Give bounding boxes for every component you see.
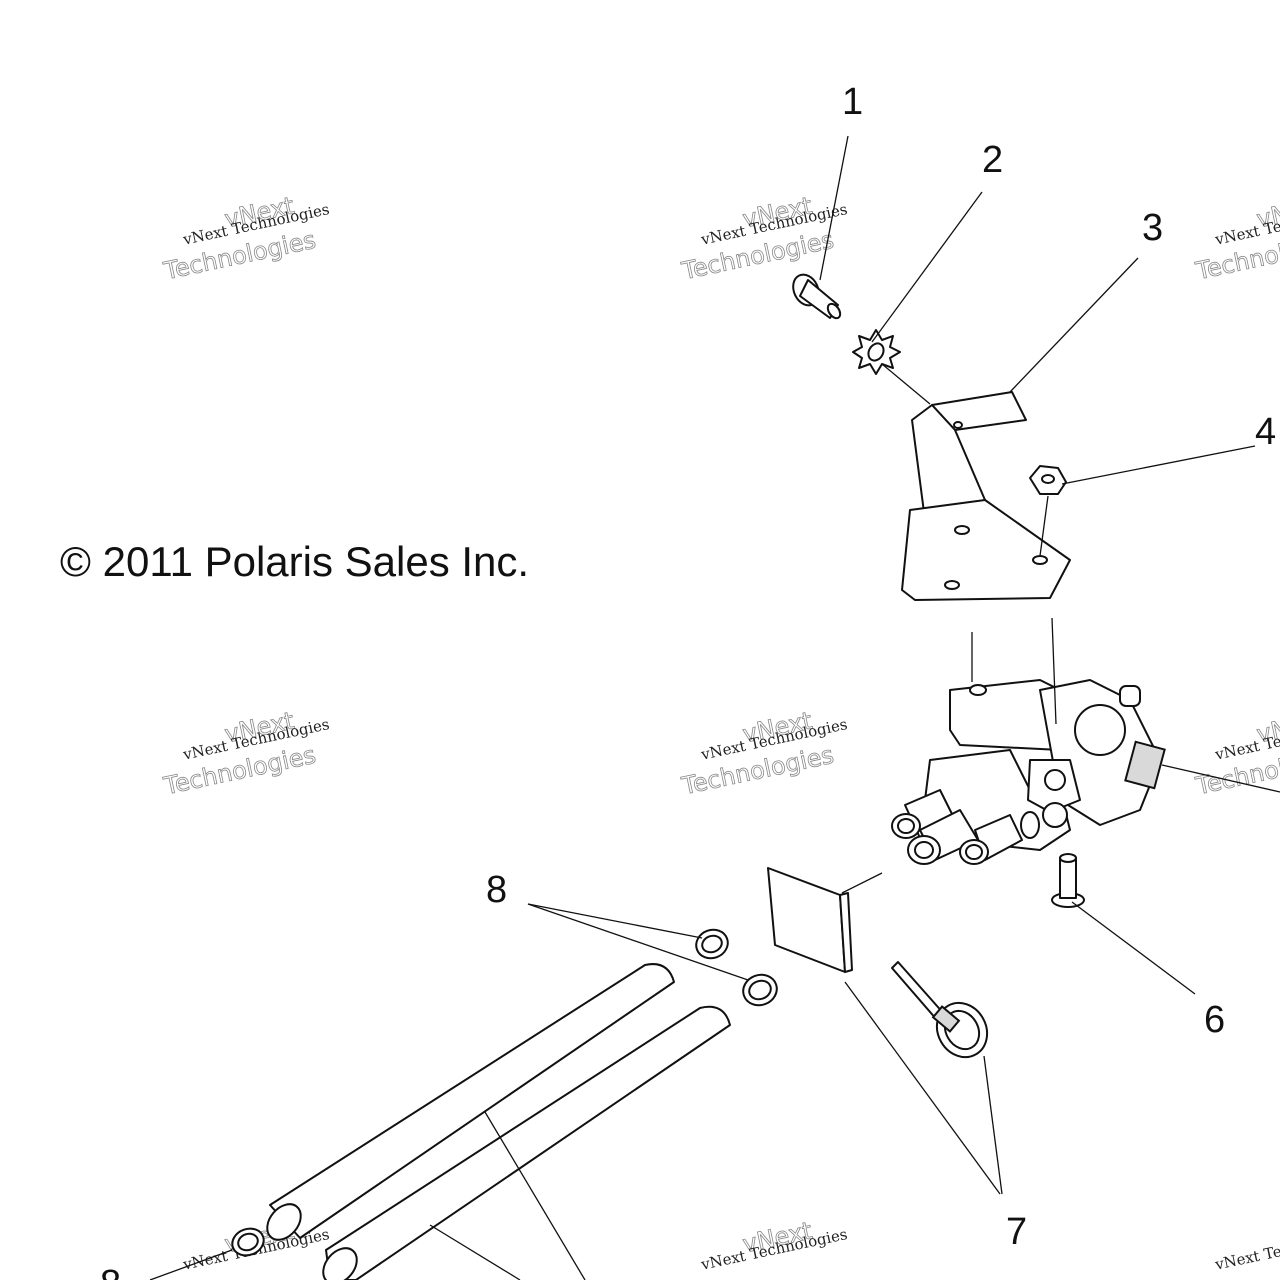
valve-assembly	[891, 679, 1166, 865]
part-3-bracket	[901, 391, 1071, 601]
callout-2: 2	[982, 139, 1003, 181]
callout-6: 6	[1204, 999, 1225, 1041]
part-7-clamp	[891, 961, 989, 1059]
hose-nozzle	[907, 809, 979, 865]
copyright-text: © 2011 Polaris Sales Inc.	[60, 538, 529, 585]
callout-8-lower: 8	[100, 1263, 121, 1280]
watermark: vNext vNext Technologies Technologies	[678, 706, 849, 801]
callout-1: 1	[842, 81, 863, 123]
callout-4: 4	[1255, 411, 1276, 453]
part-4-nut	[1029, 465, 1067, 495]
hose	[322, 1005, 731, 1280]
part-7-foam-pad	[767, 867, 853, 973]
part-1-bolt	[792, 273, 842, 320]
callout-8: 8	[486, 869, 507, 911]
leader-lines	[149, 135, 1280, 1280]
watermark: vNext vNext Technologies	[699, 1216, 849, 1274]
part-2-star-washer	[852, 329, 901, 375]
part-8-hose-clamp	[695, 928, 729, 960]
watermark: vNext vNext Technologies Technologies	[678, 191, 849, 286]
watermark: vNext Technologies	[1213, 1225, 1280, 1274]
watermark-text: vNext Technologies	[1213, 1225, 1280, 1274]
hose-nozzle	[891, 789, 956, 839]
hose	[266, 963, 675, 1241]
watermark: vNext vNext Technologies Technologies	[1192, 706, 1280, 801]
part-6-bolt	[1051, 853, 1085, 908]
watermark: vNext vNext Technologies Technologies	[1192, 191, 1280, 286]
watermark: vNext vNext Technologies Technologies	[160, 706, 331, 801]
callout-7: 7	[1006, 1211, 1027, 1253]
callout-3: 3	[1142, 207, 1163, 249]
hose-clamp	[231, 1227, 265, 1257]
hose-nozzle	[959, 814, 1023, 865]
part-8-hose-clamp	[742, 973, 778, 1007]
watermark: vNext vNext Technologies Technologies	[160, 191, 331, 286]
